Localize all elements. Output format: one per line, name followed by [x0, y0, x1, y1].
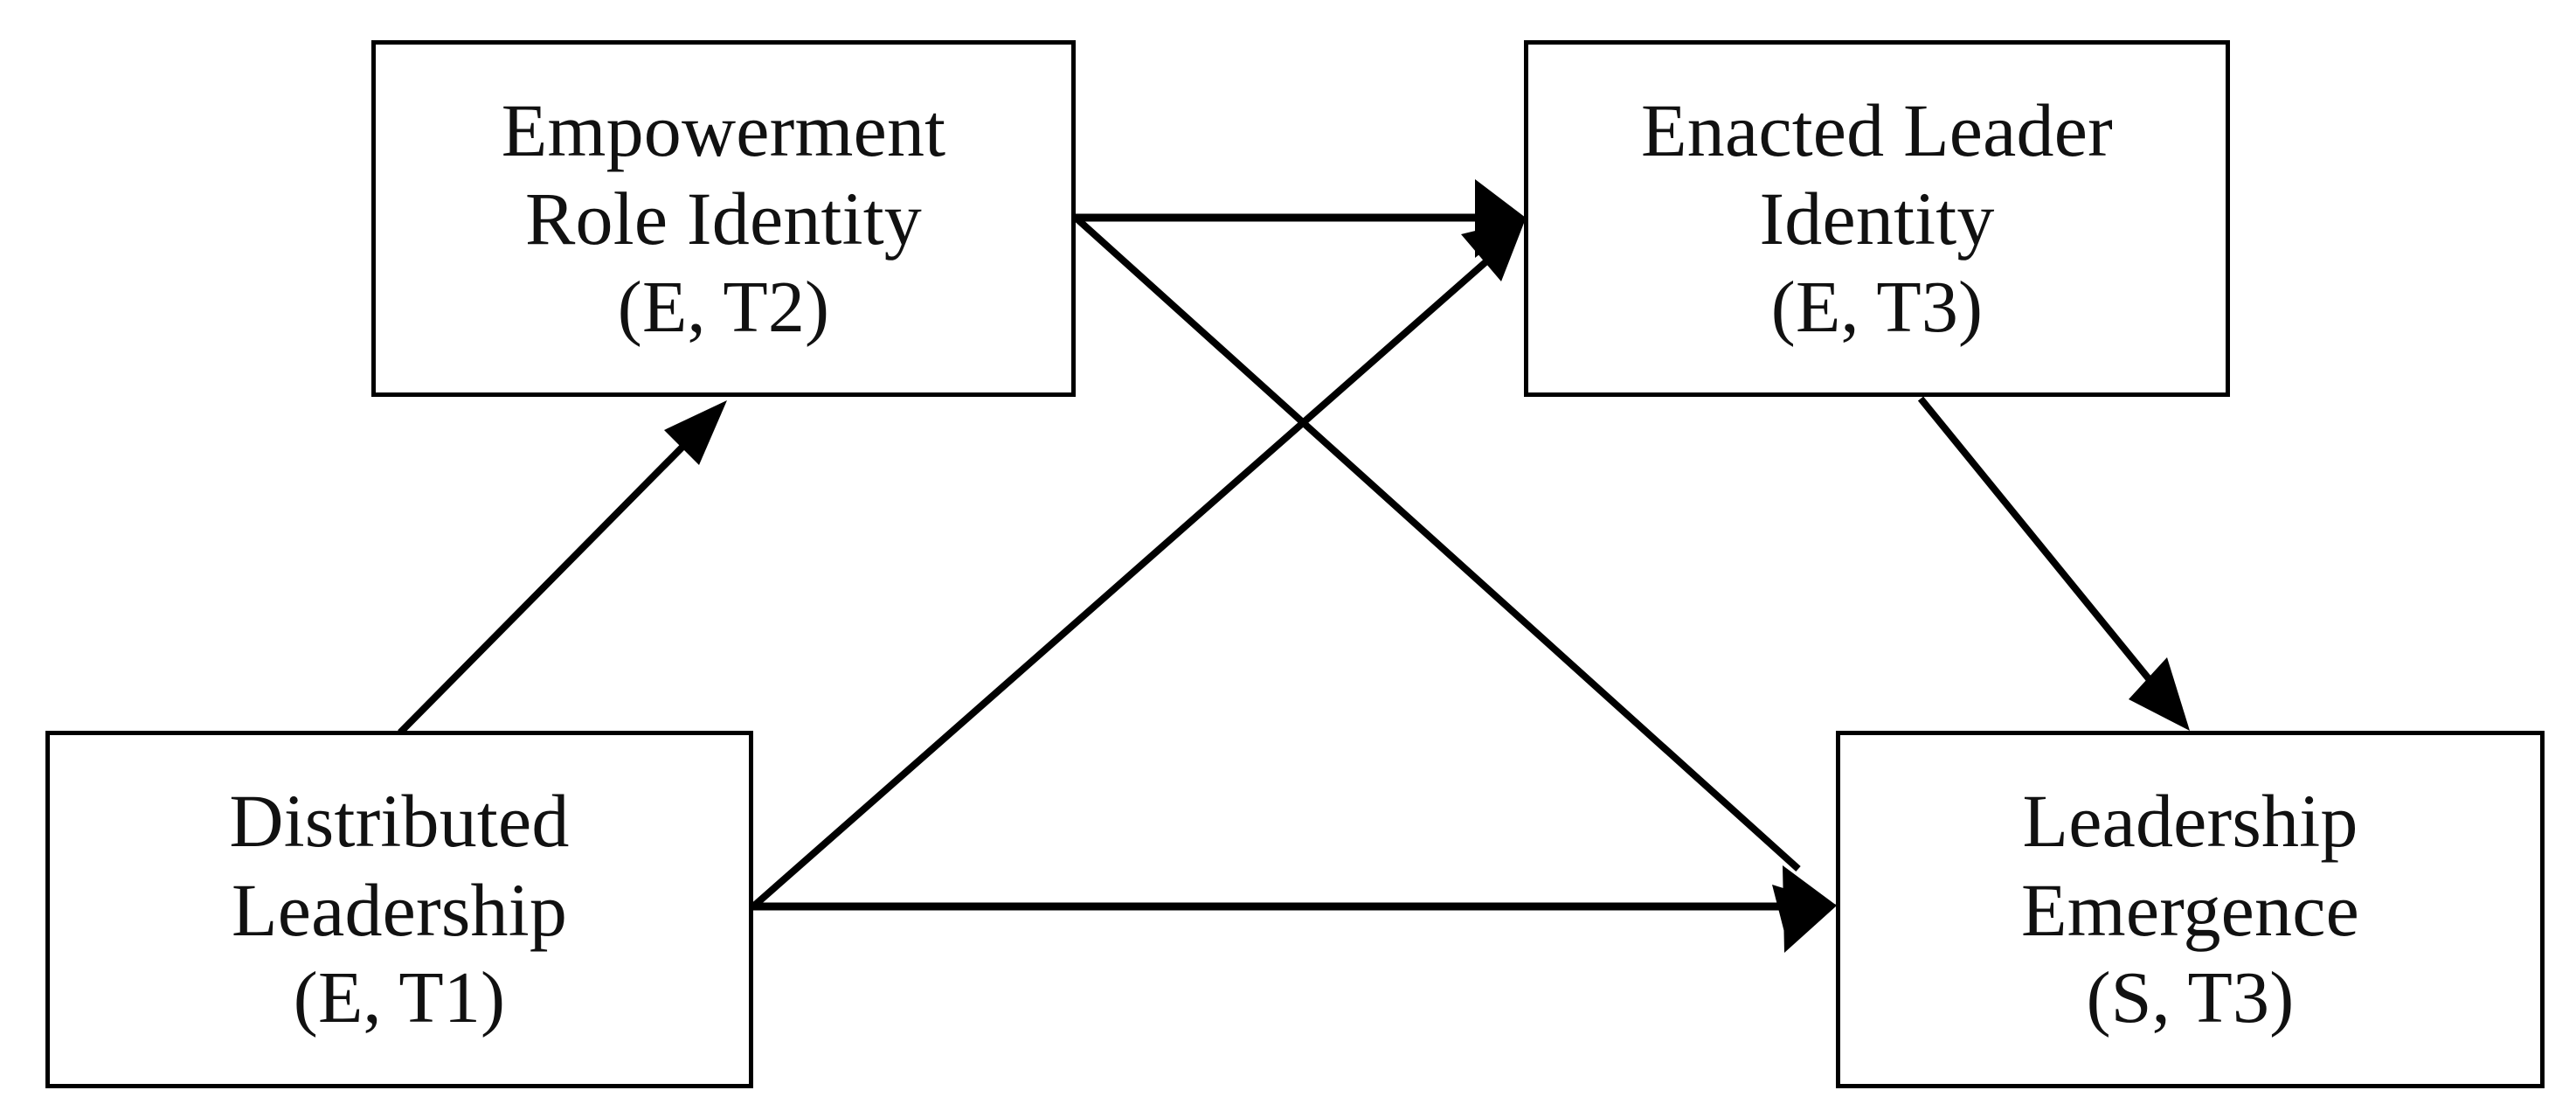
node-label-code: (S, T3) — [2086, 957, 2295, 1039]
node-label-line-2: Leadership — [231, 867, 568, 952]
node-label-line-1: Leadership — [2022, 779, 2358, 864]
node-label-line-2: Identity — [1759, 177, 1995, 261]
edge-distributed-leadership-to-enacted-leader-identity — [751, 219, 1526, 910]
node-empowerment-role-identity[interactable]: Empowerment Role Identity (E, T2) — [371, 40, 1076, 397]
edge-empowerment-role-identity-to-enacted-leader-identity — [1076, 179, 1526, 258]
node-label-line-1: Empowerment — [501, 87, 946, 172]
edge-distributed-leadership-to-empowerment-role-identity — [398, 400, 727, 735]
node-leadership-emergence[interactable]: Leadership Emergence (S, T3) — [1836, 731, 2545, 1088]
node-label-line-1: Enacted Leader — [1641, 87, 2113, 172]
edge-enacted-leader-identity-to-leadership-emergence — [1917, 396, 2190, 731]
node-distributed-leadership[interactable]: Distributed Leadership (E, T1) — [45, 731, 753, 1088]
node-label-code: (E, T3) — [1770, 266, 1984, 348]
node-label-code: (E, T2) — [617, 266, 830, 348]
node-label-line-2: Role Identity — [524, 177, 923, 261]
node-label-line-2: Emergence — [2021, 867, 2359, 952]
node-label-code: (E, T1) — [293, 957, 506, 1039]
node-label-line-1: Distributed — [229, 779, 570, 864]
edge-distributed-leadership-to-leadership-emergence — [753, 865, 1837, 953]
node-enacted-leader-identity[interactable]: Enacted Leader Identity (E, T3) — [1524, 40, 2230, 397]
